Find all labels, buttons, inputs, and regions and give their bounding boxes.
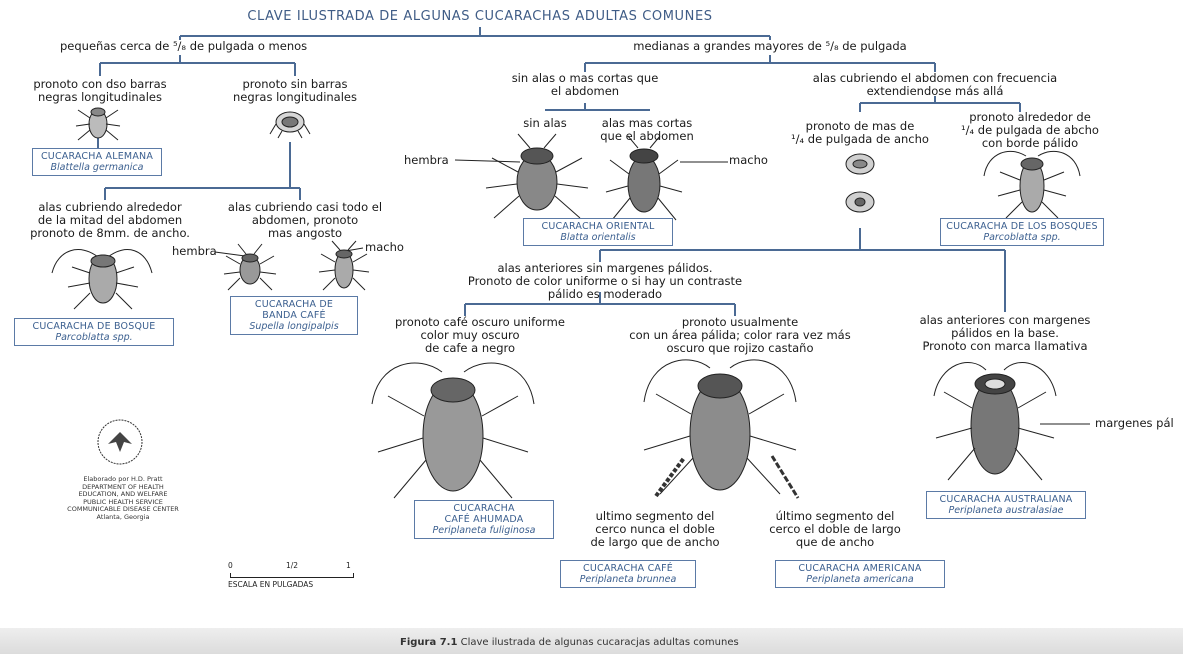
scale-tick-0: 0 [228,561,233,570]
branch-large: medianas a grandes mayores de ⁵/₈ de pul… [610,40,930,53]
brownband-male-illustration [316,240,372,296]
wood-cockroach-illustration [50,243,155,315]
scale-tick-half: 1/2 [286,561,298,570]
figure-caption: Figura 7.1 Clave ilustrada de algunas cu… [400,637,739,648]
scale-bar: 0 1/2 1 ESCALA EN PULGADAS [228,561,358,589]
brownband-cockroach-label: CUCARACHA DE BANDA CAFÉ Supella longipal… [230,296,358,335]
figure-caption-bar: Figura 7.1 Clave ilustrada de algunas cu… [0,628,1183,654]
woods-cockroach-illustration [982,146,1082,222]
key-winged: alas cubriendo el abdomen con frecuencia… [785,72,1085,98]
female-label-small: hembra [172,245,217,258]
male-label-large: macho [729,154,768,167]
scale-tick-1: 1 [346,561,351,570]
scale-line [230,573,354,578]
oriental-cockroach-label: CUCARACHA ORIENTAL Blatta orientalis [523,218,673,246]
australian-cockroach-label: CUCARACHA AUSTRALIANA Periplaneta austra… [926,491,1086,519]
australian-cockroach-illustration [930,356,1060,486]
long-cercus-illustration [766,452,806,502]
branch-small: pequeñas cerca de ⁵/₈ de pulgada o menos [60,40,300,53]
smokybrown-cockroach-illustration [368,356,538,506]
brown-cockroach-label: CUCARACHA CAFÉ Periplaneta brunnea [560,560,696,588]
female-label-large: hembra [404,154,449,167]
short-cercus-illustration [650,452,690,500]
public-health-seal-icon [96,418,144,466]
key-no-wings: sin alas [505,117,585,130]
american-cockroach-label: CUCARACHA AMERICANA Periplaneta american… [775,560,945,588]
scale-label: ESCALA EN PULGADAS [228,580,358,589]
pronotum-wide-illustrations [836,150,884,226]
smokybrown-cockroach-label: CUCARACHA CAFÉ AHUMADA Periplaneta fulig… [414,500,554,539]
brownband-female-illustration [222,242,278,296]
woods-cockroach-label: CUCARACHA DE LOS BOSQUES Parcoblatta spp… [940,218,1104,246]
key-no-pale-margins: alas anteriores sin margenes pálidos.Pro… [440,262,770,301]
margins-label: margenes pál [1095,417,1174,430]
diagram-title: CLAVE ILUSTRADA DE ALGUNAS CUCARACHAS AD… [220,9,740,24]
german-cockroach-label: CUCARACHA ALEMANA Blattella germanica [32,148,162,176]
pronotum-no-bars-illustration [268,104,312,140]
oriental-male-illustration [604,134,684,224]
oriental-female-illustration [482,132,592,222]
wood-cockroach-label: CUCARACHA DE BOSQUE Parcoblatta spp. [14,318,174,346]
german-cockroach-illustration [72,100,124,144]
